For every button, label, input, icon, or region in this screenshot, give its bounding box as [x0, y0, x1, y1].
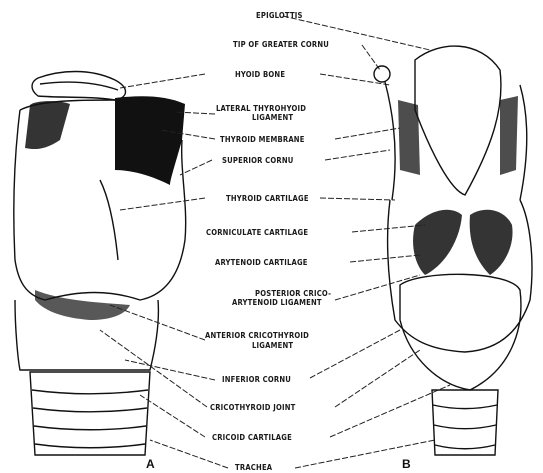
leader-thyroid-left: [120, 198, 205, 210]
label-trachea: TRACHEA: [235, 463, 273, 472]
membrane-shading-left: [25, 101, 70, 149]
leader-posterior-crico: [335, 275, 420, 300]
leader-membrane-right: [335, 128, 400, 139]
label-superior-cornu: SUPERIOR CORNU: [222, 156, 294, 165]
leader-lines: [100, 16, 450, 468]
trachea-ring-4: [35, 444, 145, 448]
label-anterior-crico: ANTERIOR CRICOTHYROID: [205, 331, 309, 340]
label-thyroid-membrane: THYROID MEMBRANE: [220, 135, 305, 144]
leader-superior-cornu-right: [325, 150, 390, 160]
hyoid-detail-a: [40, 82, 118, 90]
thyroid-notch-a: [100, 180, 118, 260]
trachea-b-ring-3: [435, 445, 495, 449]
label-posterior-crico-2: ARYTENOID LIGAMENT: [232, 298, 322, 307]
panel-label-a: A: [146, 457, 155, 471]
leader-hyoid-left: [120, 74, 205, 88]
left-horn-b: [385, 82, 395, 200]
label-cricoid-cartilage: CRICOID CARTILAGE: [212, 433, 292, 442]
trachea-ring-1: [32, 390, 148, 394]
epiglottis-b: [415, 46, 501, 195]
leader-hyoid-right: [320, 74, 390, 85]
panel-label-b: B: [402, 457, 411, 471]
leader-thyroid-right: [320, 198, 395, 200]
label-inferior-cornu: INFERIOR CORNU: [222, 375, 291, 384]
trachea-a: [30, 372, 150, 455]
leader-cricothyroid-right: [335, 350, 420, 407]
membrane-shading-b: [398, 100, 420, 175]
arytenoid-left-b: [413, 210, 462, 275]
label-lateral-thyrohyoid: LATERAL THYROHYOID: [216, 104, 306, 113]
trachea-b-ring-1: [433, 405, 497, 409]
label-tip-greater-cornu: TIP OF GREATER CORNU: [233, 40, 329, 49]
figure-a-anterior-view: [14, 72, 186, 456]
greater-cornu-tip-b: [374, 66, 390, 82]
trachea-ring-3: [34, 426, 146, 430]
leader-arytenoid: [350, 255, 420, 262]
trachea-ring-2: [33, 408, 147, 412]
cricoid-posterior-b: [400, 274, 521, 390]
leader-inferior-cornu-right: [310, 330, 400, 378]
leader-tip-greater-cornu: [362, 45, 380, 70]
membrane-shading-b-right: [500, 96, 518, 175]
thyroid-membrane-shading: [115, 96, 185, 185]
trachea-b: [432, 390, 498, 455]
label-posterior-crico: POSTERIOR CRICO-: [255, 289, 331, 298]
label-epiglottis: EPIGLOTTIS: [256, 11, 303, 20]
labels: EPIGLOTTIS TIP OF GREATER CORNU HYOID BO…: [205, 11, 331, 472]
arytenoid-right-b: [470, 210, 513, 275]
leader-superior-cornu-left: [180, 160, 212, 175]
right-horn-b: [520, 85, 527, 200]
label-arytenoid: ARYTENOID CARTILAGE: [215, 258, 308, 267]
leader-cricoid-left: [140, 395, 205, 437]
leader-trachea-left: [150, 440, 228, 468]
label-anterior-crico-2: LIGAMENT: [252, 341, 293, 350]
leader-cricothyroid-left: [100, 330, 207, 407]
label-corniculate: CORNICULATE CARTILAGE: [206, 228, 308, 237]
label-lateral-thyrohyoid-2: LIGAMENT: [252, 113, 293, 122]
label-thyroid-cartilage: THYROID CARTILAGE: [226, 194, 309, 203]
label-cricothyroid-joint: CRICOTHYROID JOINT: [210, 403, 296, 412]
hyoid-bone-a: [32, 72, 126, 101]
label-hyoid-bone: HYOID BONE: [235, 70, 285, 79]
leader-trachea-right: [295, 440, 435, 468]
figure-b-posterior-view: [374, 46, 532, 455]
trachea-b-ring-2: [434, 425, 496, 429]
